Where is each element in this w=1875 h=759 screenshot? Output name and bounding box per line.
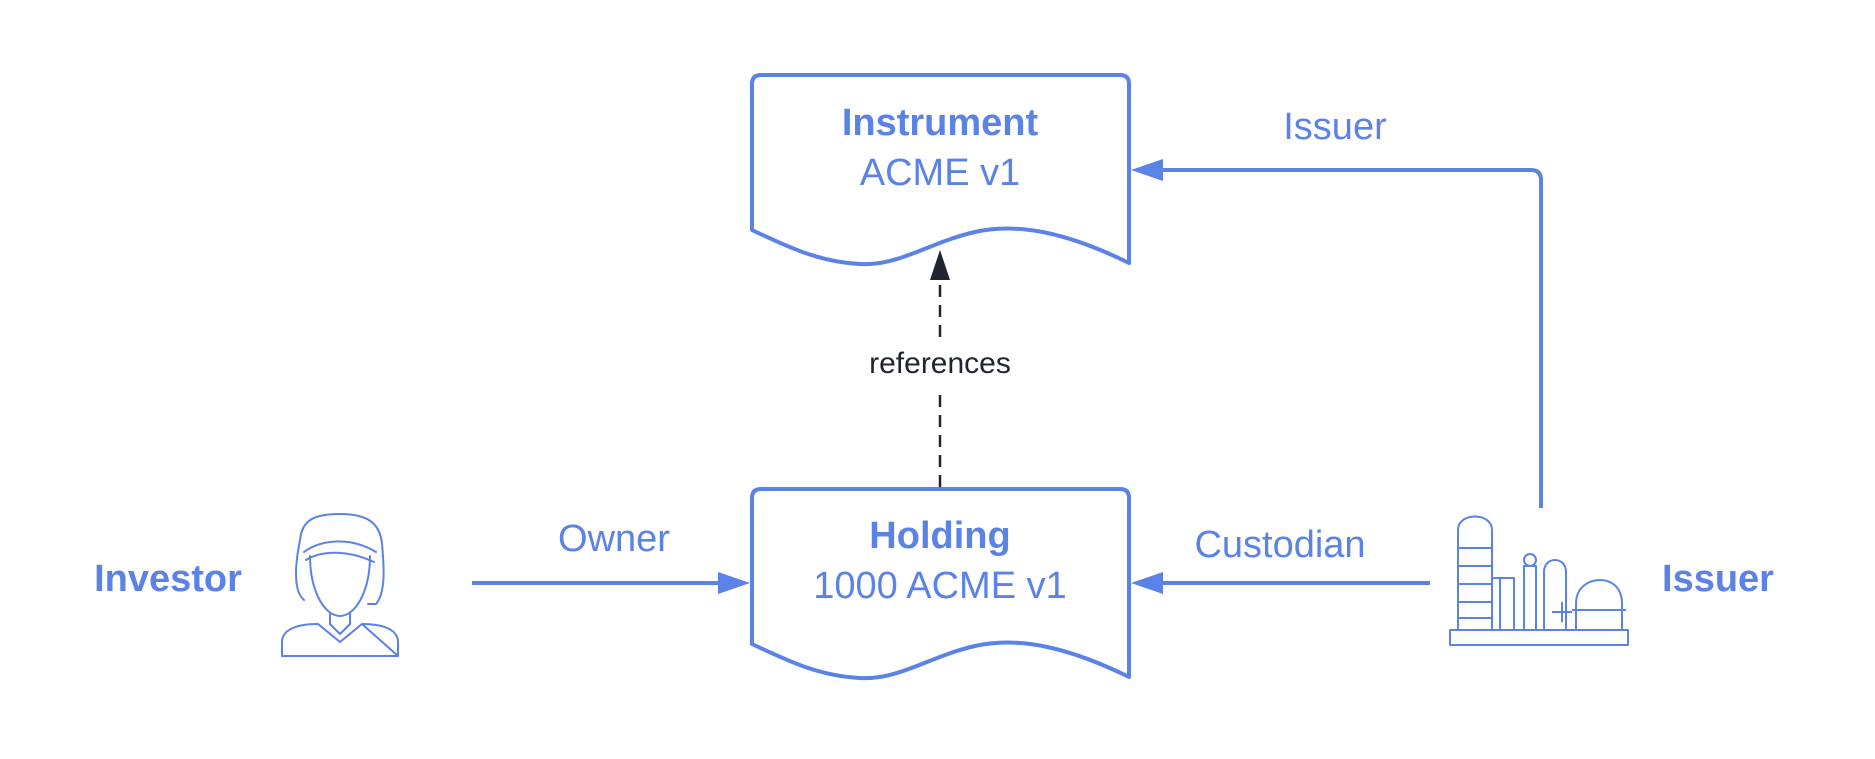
issuer-line (1163, 168, 1543, 508)
references-edge[interactable]: references (869, 250, 1011, 487)
factory-icon (1449, 515, 1629, 646)
custodian-label: Custodian (1194, 524, 1365, 566)
investor-label: Investor (94, 558, 242, 600)
holding-node[interactable]: Holding 1000 ACME v1 (750, 487, 1131, 681)
instrument-document-shape (750, 73, 1131, 267)
references-arrowhead (930, 250, 950, 280)
owner-label: Owner (558, 518, 670, 560)
owner-edge[interactable]: Owner (472, 518, 750, 594)
instrument-node[interactable]: Instrument ACME v1 (750, 73, 1131, 267)
custodian-edge[interactable]: Custodian (1131, 524, 1430, 594)
issuer-label: Issuer (1662, 558, 1774, 600)
issuer-arrowhead (1131, 159, 1163, 181)
holding-subtitle: 1000 ACME v1 (813, 565, 1066, 607)
instrument-title: Instrument (842, 102, 1039, 144)
issuer-entity[interactable]: Issuer (1449, 515, 1774, 646)
custodian-arrowhead (1131, 572, 1163, 594)
issuer-edge[interactable]: Issuer (1131, 106, 1543, 508)
holding-title: Holding (869, 515, 1010, 557)
issuer-edge-label: Issuer (1283, 106, 1387, 148)
holding-document-shape (750, 487, 1131, 681)
instrument-subtitle: ACME v1 (860, 152, 1020, 194)
investor-entity[interactable]: Investor (94, 513, 399, 657)
person-icon (281, 513, 399, 657)
owner-arrowhead (718, 572, 750, 594)
references-label: references (869, 347, 1011, 380)
